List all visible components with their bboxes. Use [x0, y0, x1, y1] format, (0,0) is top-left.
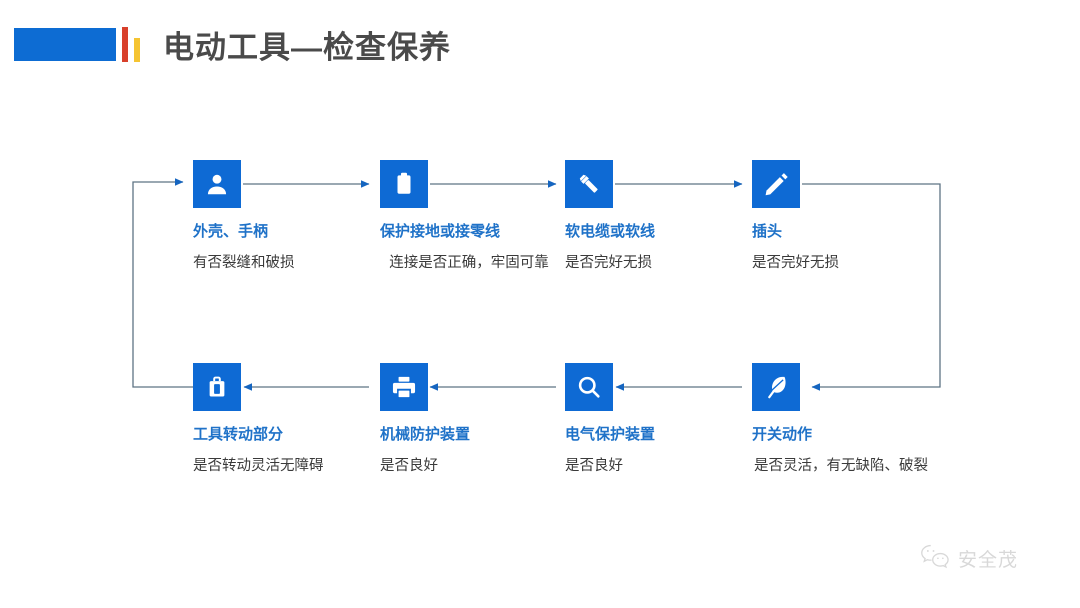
page-title: 电动工具—检查保养: [163, 30, 451, 65]
slide-header: 电动工具—检查保养: [0, 0, 1080, 100]
flow-node-7[interactable]: 电气保护装置 是否良好: [565, 363, 755, 479]
header-yellow-bar: [134, 38, 140, 62]
flashlight-icon: [565, 160, 613, 208]
flow-node-5-title: 工具转动部分: [193, 426, 284, 443]
flow-node-7-title: 电气保护装置: [565, 426, 656, 443]
flow-node-6[interactable]: 机械防护装置 是否良好: [380, 363, 570, 479]
flow-node-2-title: 保护接地或接零线: [380, 223, 501, 240]
pencil-icon: [752, 160, 800, 208]
header-blue-block: [14, 28, 116, 61]
flow-node-5-desc: 是否转动灵活无障碍: [193, 458, 324, 474]
flow-node-1-desc: 有否裂缝和破损: [193, 255, 295, 271]
flow-node-4-desc: 是否完好无损: [752, 255, 839, 271]
flow-node-1[interactable]: 外壳、手柄 有否裂缝和破损: [193, 160, 383, 276]
watermark-label: 安全茂: [958, 550, 1019, 571]
watermark: 安全茂: [920, 543, 1018, 574]
feather-icon: [752, 363, 800, 411]
flow-node-3-title: 软电缆或软线: [565, 223, 656, 240]
flow-node-2-desc: 连接是否正确，牢固可靠: [389, 255, 549, 271]
header-red-bar: [122, 27, 128, 62]
flow-node-8-title: 开关动作: [752, 426, 813, 443]
flow-node-8[interactable]: 开关动作 是否灵活，有无缺陷、破裂: [752, 363, 942, 479]
wechat-icon: [920, 543, 950, 574]
flow-node-5[interactable]: 工具转动部分 是否转动灵活无障碍: [193, 363, 383, 479]
user-icon: [193, 160, 241, 208]
clipboard-icon: [380, 160, 428, 208]
flow-node-6-desc: 是否良好: [380, 458, 438, 474]
flow-node-3-desc: 是否完好无损: [565, 255, 652, 271]
flow-node-4-title: 插头: [752, 223, 783, 240]
flow-node-8-desc: 是否灵活，有无缺陷、破裂: [754, 458, 928, 474]
printer-icon: [380, 363, 428, 411]
flow-node-2[interactable]: 保护接地或接零线 连接是否正确，牢固可靠: [380, 160, 570, 276]
flow-node-1-title: 外壳、手柄: [193, 223, 269, 240]
search-icon: [565, 363, 613, 411]
flow-node-3[interactable]: 软电缆或软线 是否完好无损: [565, 160, 755, 276]
flow-node-4[interactable]: 插头 是否完好无损: [752, 160, 942, 276]
flow-node-6-title: 机械防护装置: [380, 426, 471, 443]
flow-node-7-desc: 是否良好: [565, 458, 623, 474]
briefcase-icon: [193, 363, 241, 411]
